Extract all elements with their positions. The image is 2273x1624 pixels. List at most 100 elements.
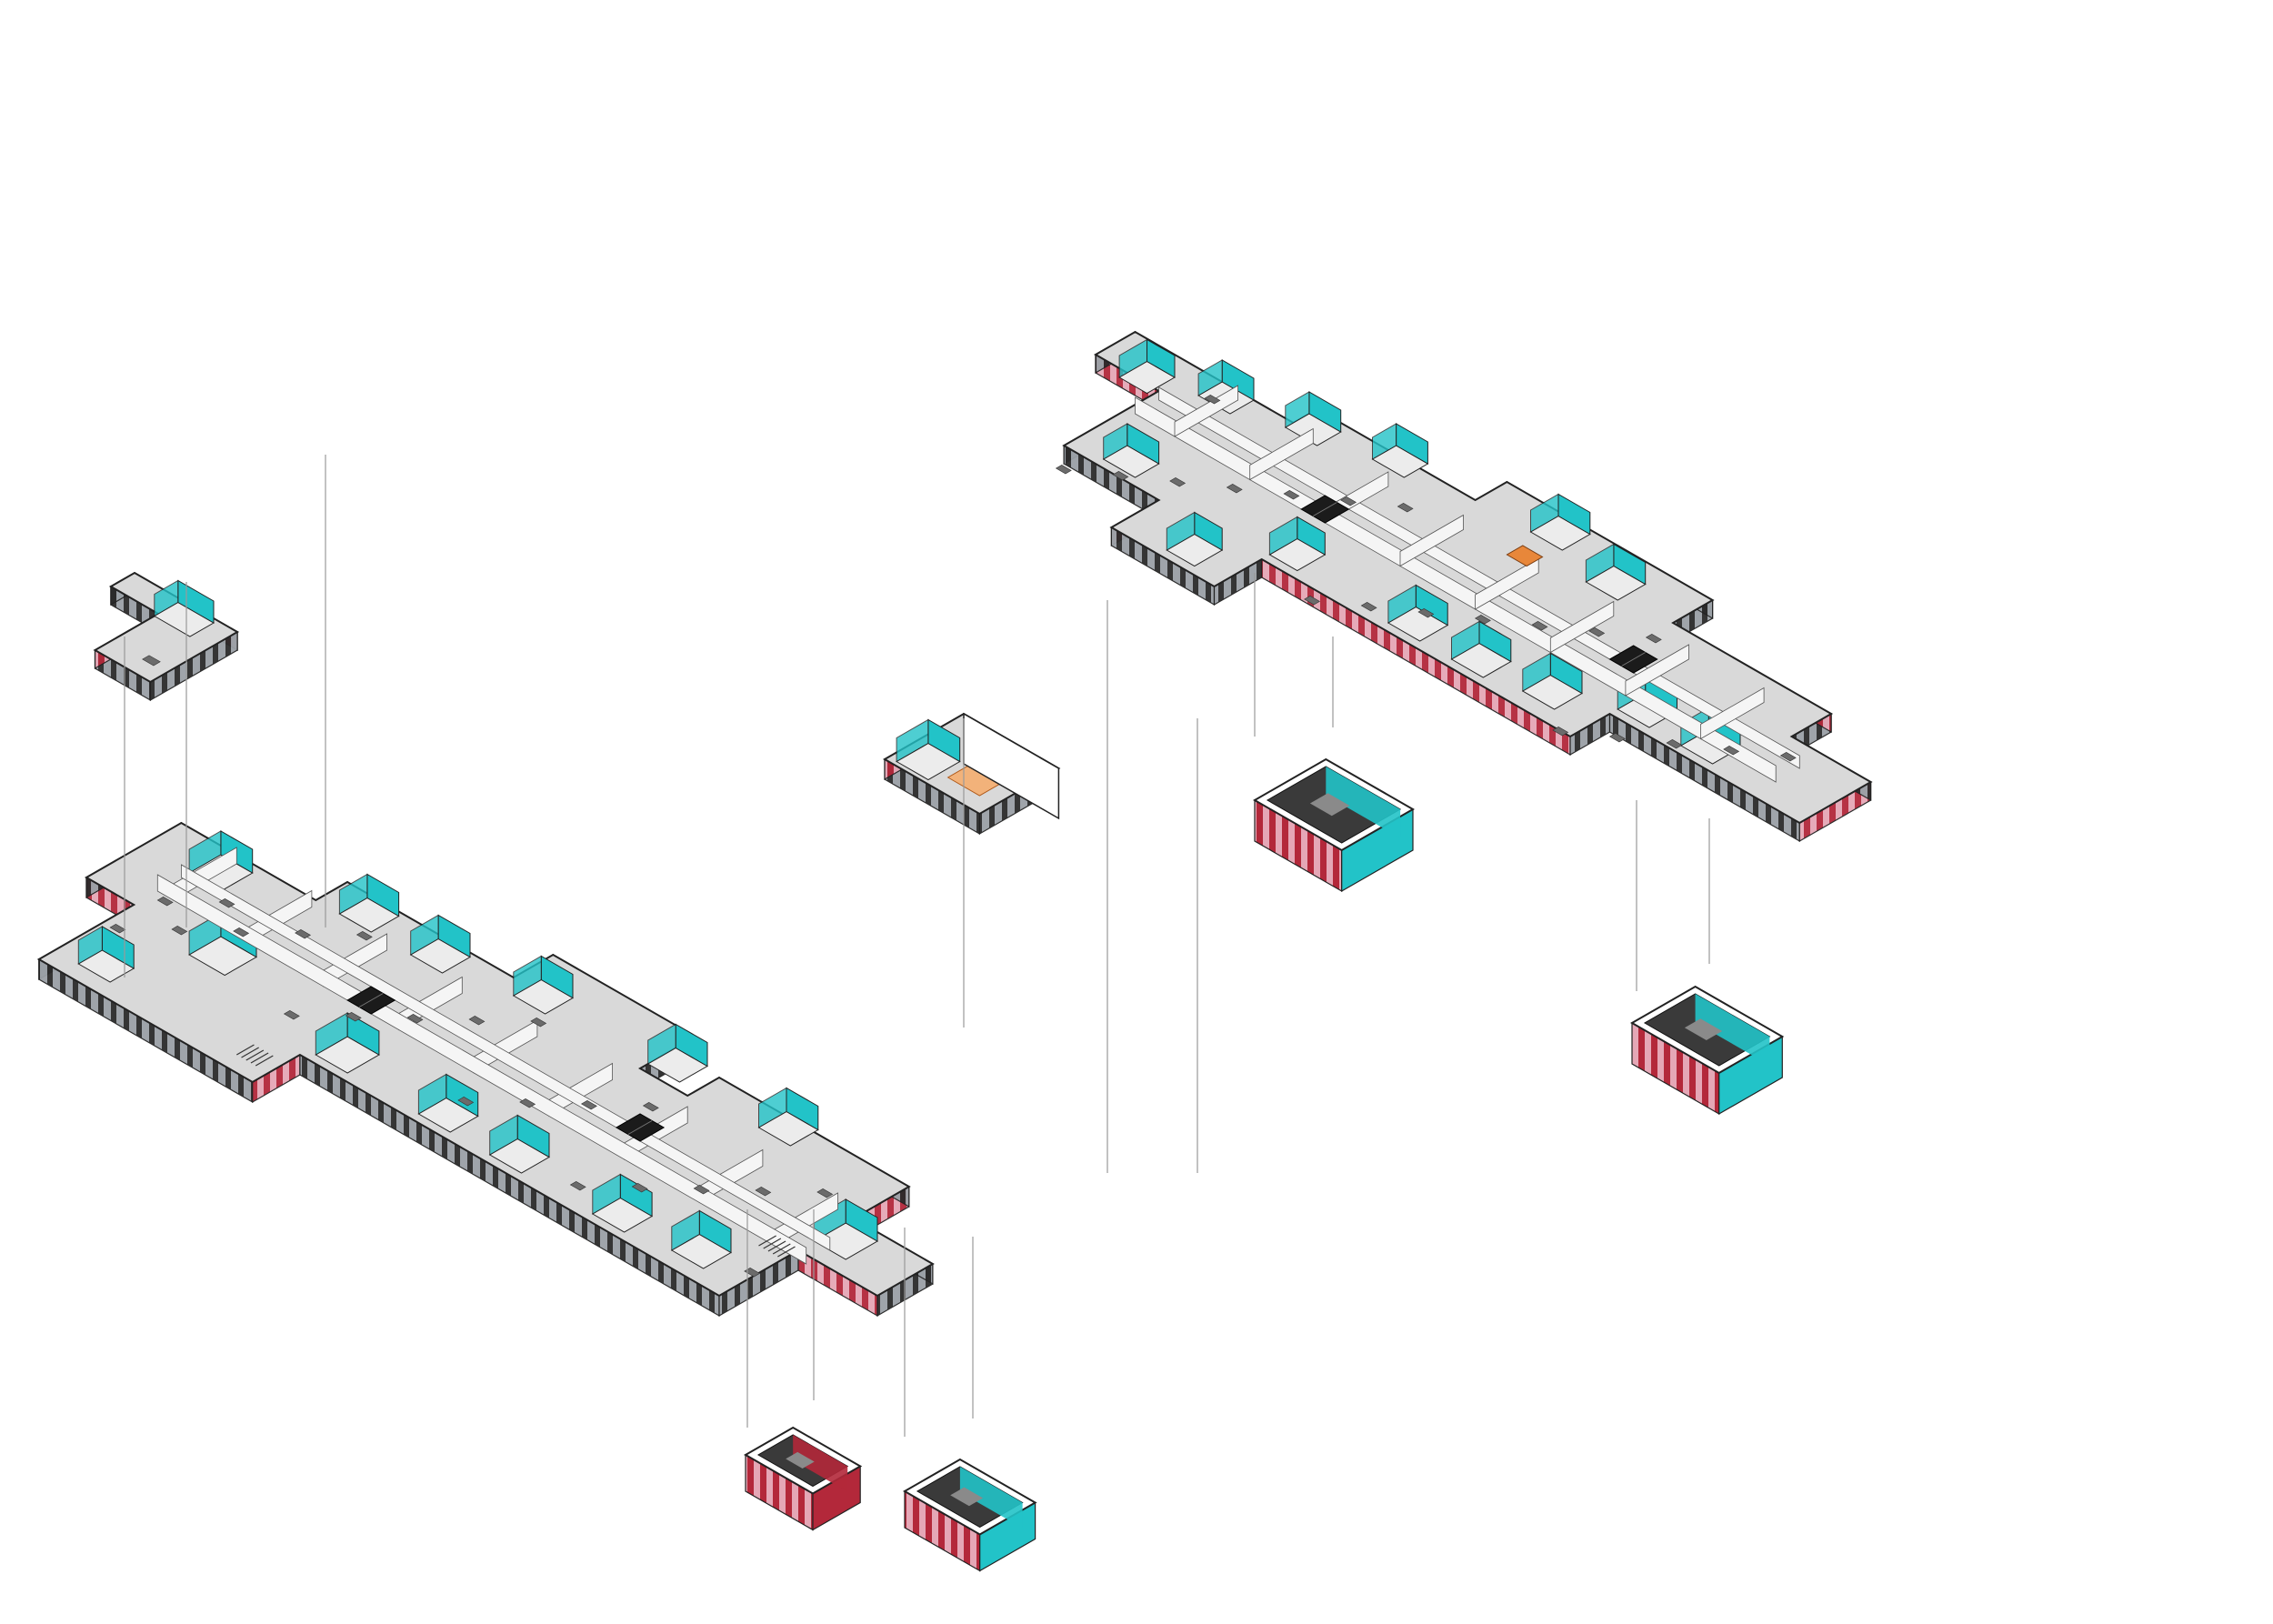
glass-room	[670, 1209, 733, 1269]
detail-pod-small	[743, 1426, 863, 1531]
glass-room	[1529, 493, 1591, 551]
glass-room	[1371, 423, 1429, 478]
stair-icon	[241, 1047, 259, 1058]
furniture-icon	[109, 924, 126, 934]
furniture-icon	[1474, 615, 1491, 625]
partition-wall	[180, 864, 831, 1251]
room-wall-side	[1118, 338, 1147, 378]
room-wall-side	[592, 1173, 621, 1215]
furniture-icon	[950, 1487, 984, 1507]
furniture-icon	[406, 1014, 424, 1024]
room-wall-side	[417, 1073, 447, 1115]
partition-wall	[156, 874, 807, 1265]
furniture-icon	[631, 1183, 648, 1193]
partition-wall	[1249, 427, 1314, 481]
furniture-icon	[295, 929, 312, 939]
furniture-icon	[218, 898, 235, 908]
pod-inner-wall	[793, 1435, 848, 1492]
furniture-icon	[530, 1018, 547, 1028]
furniture-icon	[1645, 634, 1662, 644]
partition-wall	[1700, 687, 1765, 740]
glass-room	[488, 1114, 551, 1174]
furniture-icon	[142, 655, 161, 667]
detail-pod-office	[1629, 985, 1785, 1116]
glass-room	[1166, 511, 1224, 567]
room-wall-side	[1522, 652, 1551, 692]
rug-furniture-icon	[1506, 545, 1544, 567]
room-wall-side	[338, 873, 368, 915]
glass-room	[512, 955, 575, 1015]
pod-inner-wall	[1695, 994, 1770, 1066]
furniture-icon	[1417, 608, 1435, 618]
room-wall-side	[410, 914, 439, 956]
stair-icon	[758, 1235, 776, 1247]
room-wall-side	[77, 926, 103, 965]
pod-inner-wall	[1326, 767, 1401, 838]
glass-room	[153, 579, 215, 637]
glass-room	[1450, 620, 1512, 678]
furniture-icon	[1666, 739, 1683, 749]
room-wall-side	[1530, 493, 1559, 533]
furniture-icon	[1397, 503, 1414, 513]
room-wall-side	[671, 1209, 700, 1251]
furniture-icon	[816, 1188, 834, 1198]
glass-room	[1118, 338, 1177, 395]
glass-room	[417, 1073, 479, 1133]
furniture-icon	[1226, 484, 1243, 494]
glass-room	[77, 926, 135, 983]
right-floor-plan	[1055, 330, 1873, 843]
furniture-icon	[1779, 752, 1797, 762]
furniture-icon	[1055, 465, 1072, 475]
shaft-divider	[1313, 502, 1337, 516]
mezzanine-plan	[93, 571, 240, 702]
furniture-icon	[1588, 627, 1606, 637]
room-wall-side	[154, 579, 179, 617]
glass-room	[757, 1087, 819, 1147]
furniture-icon	[355, 931, 373, 941]
room-wall-side	[1387, 584, 1417, 624]
furniture-icon	[693, 1185, 710, 1195]
room-wall-side	[1268, 516, 1298, 556]
room-wall-side	[1451, 620, 1480, 660]
furniture-icon	[1169, 477, 1187, 487]
room-wall-side	[188, 830, 222, 874]
floor-plate	[93, 571, 240, 684]
stair-icon	[767, 1240, 786, 1252]
stair-icon	[245, 1049, 265, 1061]
furniture-icon	[1552, 727, 1569, 737]
room-wall-side	[1585, 543, 1615, 583]
furniture-icon	[755, 1187, 772, 1197]
shaft-divider	[358, 993, 384, 1007]
stair-icon	[255, 1055, 274, 1067]
glass-room	[315, 1012, 380, 1074]
room-wall-side	[758, 1087, 787, 1128]
furniture-icon	[171, 926, 188, 936]
glass-room	[1521, 652, 1584, 710]
furniture-icon	[580, 1100, 597, 1110]
furniture-icon	[1309, 793, 1350, 817]
left-floor-plan	[36, 821, 935, 1318]
furniture-icon	[468, 1016, 486, 1026]
furniture-icon	[457, 1097, 475, 1107]
glass-room	[896, 718, 961, 781]
glass-room	[1102, 423, 1160, 478]
shaft-divider	[1621, 652, 1646, 667]
glass-room	[1387, 584, 1449, 642]
furniture-icon	[744, 1268, 761, 1278]
furniture-icon	[1360, 602, 1377, 612]
detail-pod-lounge	[1252, 757, 1416, 893]
glass-room	[1585, 543, 1647, 601]
glass-room	[646, 1023, 709, 1083]
glass-room	[338, 873, 400, 933]
room-wall-side	[1103, 423, 1128, 460]
room-wall-side	[315, 1012, 348, 1056]
stair-icon	[236, 1044, 255, 1056]
detail-pod-meeting	[902, 1458, 1037, 1572]
furniture-icon	[642, 1102, 659, 1112]
room-wall-side	[513, 955, 542, 997]
glass-room	[591, 1173, 654, 1233]
partition-wall	[1399, 514, 1464, 567]
furniture-icon	[1204, 395, 1221, 405]
